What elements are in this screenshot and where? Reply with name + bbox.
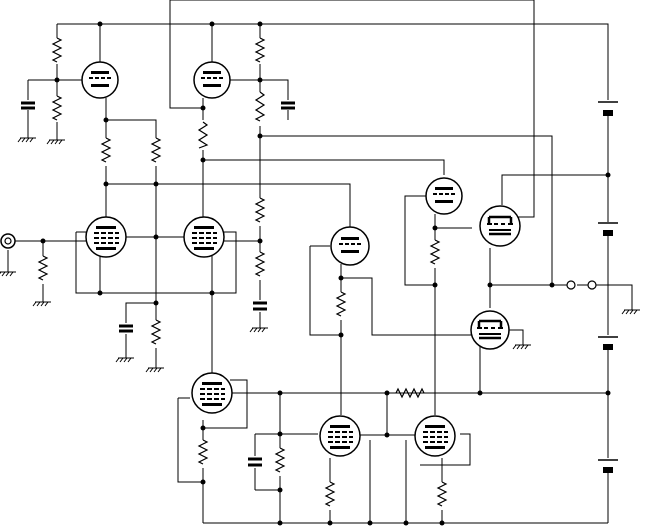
battery-b1 bbox=[598, 101, 618, 116]
tube-v6 bbox=[425, 177, 463, 215]
resistor-r7 bbox=[150, 137, 162, 163]
resistor-r5 bbox=[197, 121, 209, 149]
ground-9 bbox=[621, 309, 640, 315]
resistor-r17 bbox=[324, 481, 336, 507]
tube-v7 bbox=[479, 205, 521, 247]
output-terminal-right bbox=[587, 280, 597, 290]
capacitor-c2 bbox=[281, 101, 295, 110]
wiring bbox=[7, 0, 633, 524]
resistor-r16 bbox=[274, 447, 286, 473]
resistor-r1 bbox=[51, 37, 63, 63]
capacitors bbox=[21, 101, 295, 467]
tube-v3 bbox=[85, 216, 127, 258]
resistor-r8 bbox=[254, 197, 266, 223]
tubes bbox=[81, 61, 521, 457]
resistor-r13 bbox=[429, 239, 441, 265]
resistor-r6 bbox=[100, 137, 112, 163]
ground-5 bbox=[249, 327, 268, 333]
tube-v9 bbox=[191, 372, 233, 414]
battery-b3 bbox=[598, 336, 618, 350]
resistor-r11 bbox=[150, 319, 162, 345]
ground-6 bbox=[115, 357, 134, 363]
battery-b2 bbox=[598, 222, 618, 236]
output-terminal-left bbox=[566, 280, 576, 290]
junctions bbox=[40, 21, 611, 526]
grounds bbox=[0, 137, 640, 373]
tube-v1 bbox=[81, 61, 119, 99]
ground-8 bbox=[512, 344, 531, 350]
tube-v2 bbox=[193, 61, 231, 99]
resistor-r4 bbox=[254, 91, 266, 122]
input-jack bbox=[0, 233, 16, 249]
batteries bbox=[598, 101, 618, 473]
resistor-r14 bbox=[395, 387, 425, 399]
resistor-r10 bbox=[37, 255, 49, 281]
resistor-r9 bbox=[254, 251, 266, 277]
capacitor-c4 bbox=[119, 324, 133, 333]
resistor-r2 bbox=[51, 95, 63, 121]
battery-b4 bbox=[598, 459, 618, 473]
resistor-r3 bbox=[254, 37, 266, 63]
tube-v11 bbox=[414, 415, 456, 457]
ground-2 bbox=[46, 139, 65, 145]
resistor-r12 bbox=[335, 291, 347, 317]
tube-v4 bbox=[183, 216, 225, 258]
resistor-r18 bbox=[436, 481, 448, 507]
ground-1 bbox=[17, 137, 36, 143]
tube-v10 bbox=[319, 415, 361, 457]
ground-3 bbox=[0, 271, 16, 277]
capacitor-c5 bbox=[248, 457, 262, 467]
tube-v5 bbox=[330, 226, 370, 266]
resistors bbox=[37, 37, 448, 507]
capacitor-c1 bbox=[21, 101, 35, 110]
ground-7 bbox=[145, 367, 164, 373]
tube-v8 bbox=[470, 310, 510, 350]
resistor-r15 bbox=[197, 439, 209, 465]
ground-4 bbox=[32, 301, 51, 307]
capacitor-c3 bbox=[253, 301, 267, 311]
